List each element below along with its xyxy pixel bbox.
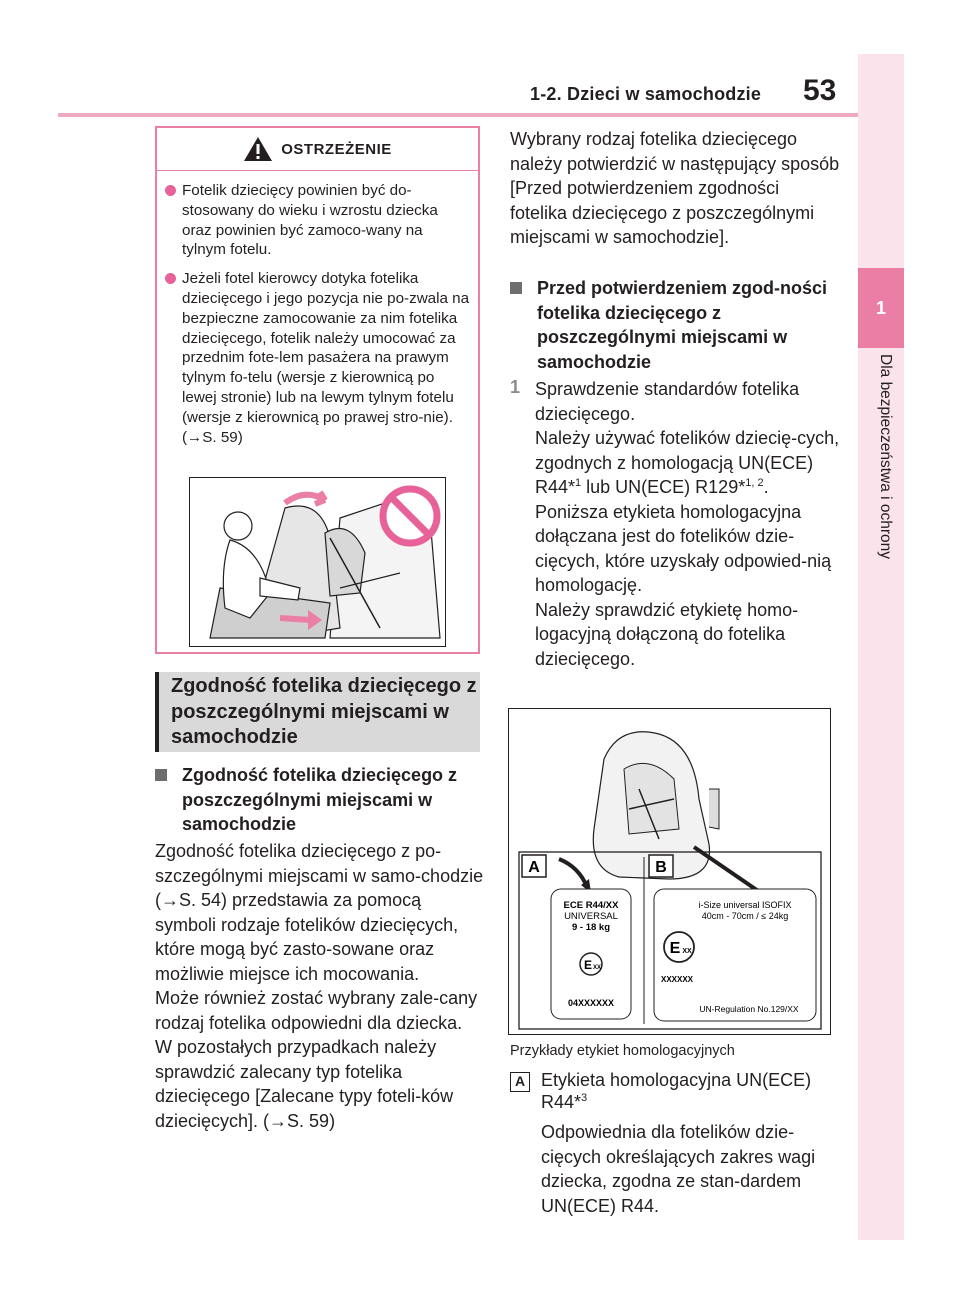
paragraph: Może również zostać wybrany zale-cany ro… — [155, 988, 478, 1033]
square-bullet-icon — [510, 282, 522, 294]
chapter-label: Dla bezpieczeństwa i ochrony — [877, 354, 894, 560]
warning-illustration — [189, 477, 446, 647]
left-body-text: Zgodność fotelika dziecięcego z po-szcze… — [155, 839, 485, 1133]
svg-text:XX: XX — [593, 965, 601, 971]
label-a-description: Odpowiednia dla fotelików dzie-cięcych o… — [541, 1122, 816, 1216]
svg-text:XXXXXX: XXXXXX — [661, 975, 694, 984]
label-a-badge: A — [510, 1072, 530, 1092]
chapter-tab[interactable]: 1 — [858, 268, 904, 348]
paragraph: W pozostałych przypadkach należy sprawdz… — [155, 1037, 454, 1131]
section-heading: Zgodność fotelika dziecięcego z poszczeg… — [155, 672, 480, 752]
svg-text:ECE R44/XX: ECE R44/XX — [564, 900, 620, 911]
warning-box: OSTRZEŻENIE Fotelik dziecięcy powinien b… — [155, 126, 480, 654]
step-text: Sprawdzenie standardów fotelika dziecięc… — [535, 377, 845, 671]
warning-title: OSTRZEŻENIE — [281, 140, 392, 158]
figure-caption: Przykłady etykiet homologacyjnych — [510, 1043, 735, 1059]
svg-text:E: E — [670, 940, 681, 957]
svg-text:40cm - 70cm / ≤ 24kg: 40cm - 70cm / ≤ 24kg — [702, 911, 788, 921]
svg-text:UNIVERSAL: UNIVERSAL — [564, 911, 618, 922]
bullet-icon — [165, 273, 176, 285]
warning-item-text: Jeżeli fotel kierowcy dotyka fotelika dz… — [182, 270, 470, 446]
square-bullet-icon — [155, 769, 167, 781]
warning-item: Jeżeli fotel kierowcy dotyka fotelika dz… — [165, 269, 470, 447]
step-line: Należy używać fotelików dziecię-cych, zg… — [535, 428, 840, 497]
step-line: Sprawdzenie standardów fotelika dziecięc… — [535, 379, 800, 424]
svg-text:04XXXXXX: 04XXXXXX — [568, 998, 614, 1008]
child-seat-label-illustration: A B ECE R44/XX UNIVERSAL 9 - 18 kg E XX … — [518, 731, 822, 1030]
right-intro-text: Wybrany rodzaj fotelika dziecięcego nale… — [510, 129, 840, 247]
seat-prohibited-illustration — [209, 485, 441, 639]
svg-text:UN-Regulation No.129/XX: UN-Regulation No.129/XX — [699, 1004, 799, 1014]
subheading-before-confirmation: Przed potwierdzeniem zgod-ności fotelika… — [510, 276, 840, 374]
paragraph: Zgodność fotelika dziecięcego z po-szcze… — [155, 841, 484, 984]
svg-text:9 - 18 kg: 9 - 18 kg — [572, 922, 610, 933]
warning-item: Fotelik dziecięcy powinien być do-stosow… — [165, 181, 470, 260]
svg-text:i-Size universal ISOFIX: i-Size universal ISOFIX — [698, 900, 791, 910]
warning-triangle-icon — [244, 137, 273, 161]
step-number: 1 — [510, 377, 521, 397]
figure-label-a: A — [528, 859, 540, 876]
label-a-title: Etykieta homologacyjna UN(ECE) R44*3 — [541, 1070, 812, 1112]
svg-text:XX: XX — [682, 948, 692, 955]
header-divider — [58, 113, 858, 117]
step-line: Należy sprawdzić etykietę homo-logacyjną… — [535, 599, 799, 669]
bullet-icon — [165, 185, 176, 196]
svg-text:E: E — [584, 958, 592, 972]
warning-header: OSTRZEŻENIE — [157, 128, 478, 171]
subheading-compatibility: Zgodność fotelika dziecięcego z poszczeg… — [155, 763, 485, 837]
side-band — [858, 54, 904, 1240]
figure-label-b: B — [655, 859, 667, 876]
warning-item-text: Fotelik dziecięcy powinien być do-stosow… — [182, 182, 438, 259]
approval-label-figure: A B ECE R44/XX UNIVERSAL 9 - 18 kg E XX … — [508, 708, 831, 1035]
step-line: Poniższa etykieta homologacyjna dołączan… — [535, 501, 832, 596]
section-header-title: 1-2. Dzieci w samochodzie — [530, 84, 762, 104]
page-number: 53 — [803, 74, 837, 107]
section-heading-bar — [155, 672, 159, 752]
